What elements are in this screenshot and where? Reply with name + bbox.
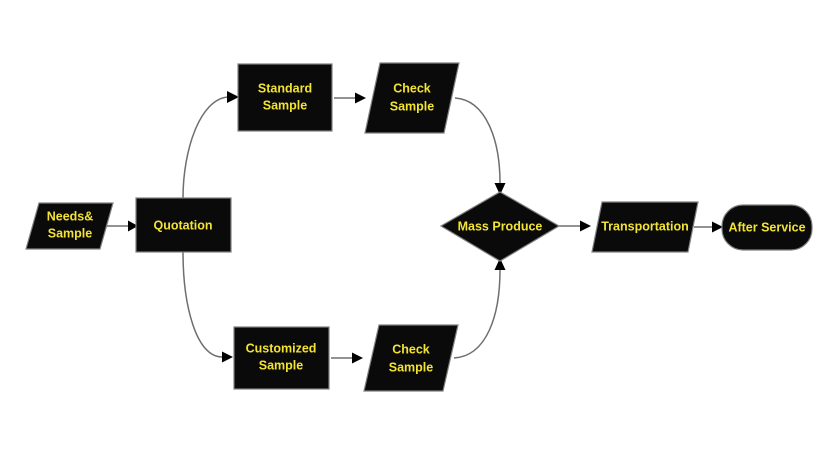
node-shape-parallelogram[interactable]: [363, 324, 459, 392]
node-shape-rounded-rectangle[interactable]: [721, 204, 813, 251]
arrowhead-icon: [222, 351, 233, 363]
edge-check-customized-to-mass: [453, 258, 506, 359]
edge-quotation-to-customized: [182, 251, 233, 363]
arrowhead-icon: [494, 258, 506, 270]
node-check-sample-customized[interactable]: Check Sample: [363, 324, 459, 392]
edge-standard-to-check: [334, 92, 366, 104]
node-shape-parallelogram[interactable]: [591, 201, 699, 253]
node-customized-sample[interactable]: Customized Sample: [233, 326, 330, 390]
node-mass-produce[interactable]: Mass Produce: [439, 191, 561, 262]
node-shape-rectangle[interactable]: [233, 326, 330, 390]
arrowhead-icon: [494, 183, 506, 195]
node-transportation[interactable]: Transportation: [591, 201, 699, 253]
edge-check-standard-to-mass: [454, 97, 506, 195]
arrowhead-icon: [355, 92, 366, 104]
node-check-sample-standard[interactable]: Check Sample: [364, 62, 460, 134]
node-shape-parallelogram[interactable]: [25, 202, 114, 250]
arrowhead-icon: [128, 220, 138, 232]
arrowhead-icon: [352, 352, 363, 364]
node-standard-sample[interactable]: Standard Sample: [237, 63, 333, 132]
edge-line: [453, 269, 501, 359]
node-quotation[interactable]: Quotation: [135, 197, 232, 253]
edge-needs-to-quotation: [107, 220, 138, 232]
edge-customized-to-check: [331, 352, 363, 364]
edge-line: [182, 251, 223, 358]
edge-quotation-to-standard: [182, 91, 239, 199]
edge-line: [182, 96, 229, 199]
edge-layer: [107, 91, 723, 364]
arrowhead-icon: [580, 220, 591, 232]
arrowhead-icon: [712, 221, 723, 233]
edge-line: [454, 97, 501, 184]
edge-transportation-to-after-service: [694, 221, 723, 233]
node-shape-rectangle[interactable]: [237, 63, 333, 132]
node-shape-diamond[interactable]: [439, 191, 561, 262]
arrowhead-icon: [227, 91, 239, 103]
node-shape-rectangle[interactable]: [135, 197, 232, 253]
node-after-service[interactable]: After Service: [721, 204, 813, 251]
edge-mass-to-transportation: [559, 220, 591, 232]
node-needs-sample[interactable]: Needs& Sample: [25, 202, 114, 250]
node-shape-parallelogram[interactable]: [364, 62, 460, 134]
